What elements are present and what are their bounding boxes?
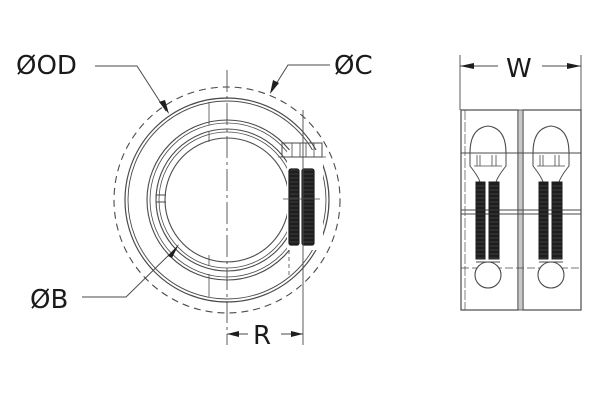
screw-thread <box>288 168 300 246</box>
front-view <box>113 70 341 345</box>
w-dimension <box>460 63 581 69</box>
width-label: W <box>506 54 532 84</box>
outer-diameter-label: ØOD <box>16 51 77 81</box>
screw-right <box>532 125 570 289</box>
bore-diameter-label: ØB <box>30 285 69 315</box>
radius-label: R <box>253 321 272 351</box>
r-dimension <box>227 331 303 337</box>
leader-lines <box>82 64 330 298</box>
side-view <box>459 55 582 311</box>
screw-left <box>469 125 507 289</box>
clearance-diameter-label: ØC <box>334 51 373 81</box>
